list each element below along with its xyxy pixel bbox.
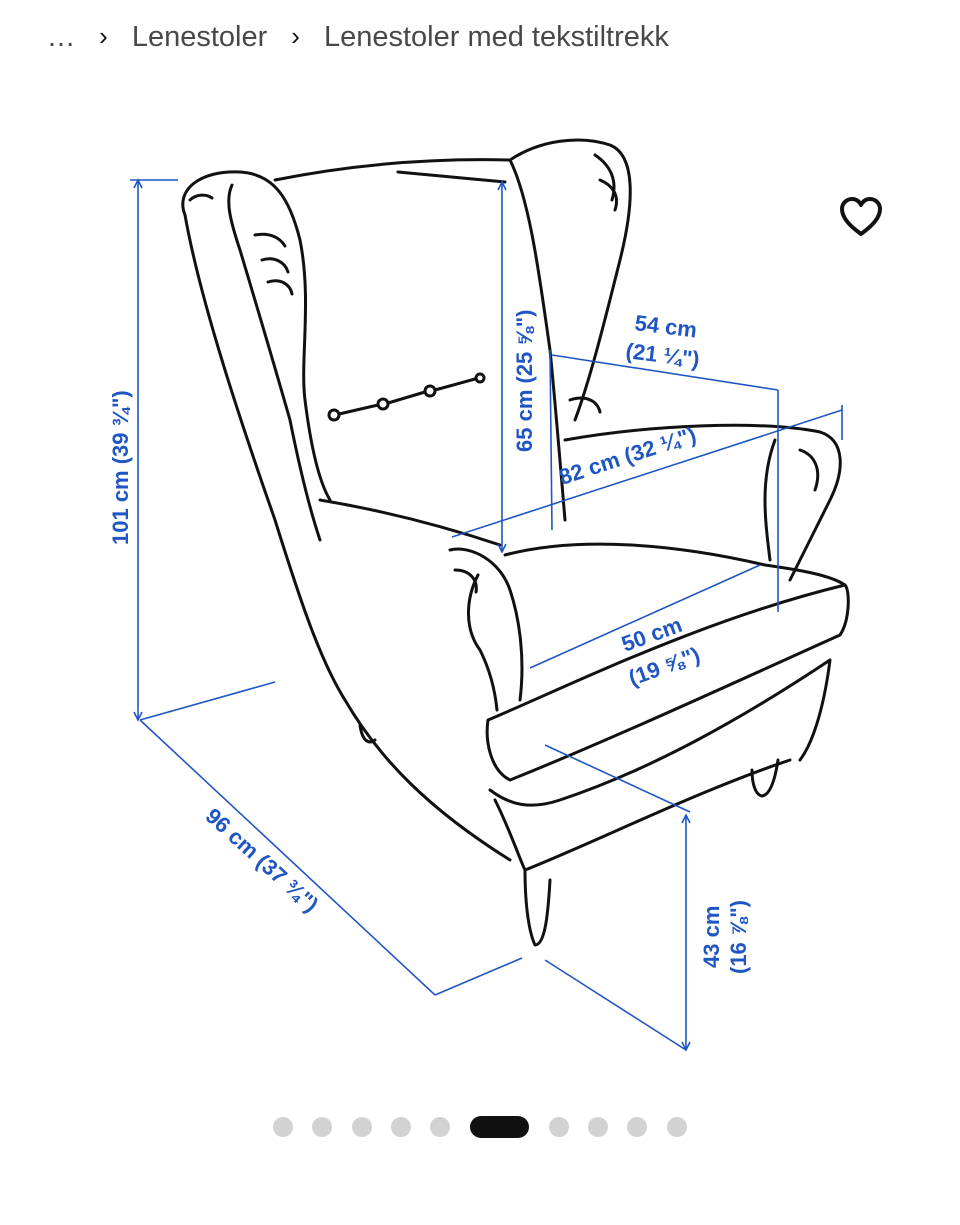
seat-height-cm-label: 43 cm [699,906,724,968]
carousel-dot[interactable] [549,1117,569,1137]
breadcrumb-separator: › [99,20,108,51]
carousel-dot[interactable] [352,1117,372,1137]
carousel-dot[interactable] [273,1117,293,1137]
seat-width-cm-label: 54 cm [633,310,698,342]
carousel-dot[interactable] [312,1117,332,1137]
heart-outline-icon [840,197,882,236]
breadcrumb-separator: › [291,20,300,51]
breadcrumb-ellipsis[interactable]: ... [48,20,76,53]
dimension-annotations: 101 cm (39 ¾") 96 cm (37 ¾") 65 cm (25 ⅝… [108,178,843,1052]
back-height-label: 65 cm (25 ⅝") [512,309,537,452]
breadcrumb-item-lenestoler[interactable]: Lenestoler [131,20,268,53]
carousel-dot[interactable] [430,1117,450,1137]
armchair-drawing [181,138,850,947]
depth-label: 96 cm (37 ¾") [201,803,324,917]
carousel-dot[interactable] [627,1117,647,1137]
height-label: 101 cm (39 ¾") [108,390,133,545]
carousel-dot[interactable] [667,1117,687,1137]
product-image-dimensions[interactable]: 101 cm (39 ¾") 96 cm (37 ¾") 65 cm (25 ⅝… [0,90,960,1090]
carousel-dot[interactable] [391,1117,411,1137]
seat-height-in-label: (16 ⅞") [726,900,751,974]
carousel-dot-active[interactable] [470,1116,529,1138]
carousel-dot[interactable] [588,1117,608,1137]
carousel-indicators [0,1115,960,1139]
favorite-button[interactable] [834,192,888,242]
seat-width-in-label: (21 ¼") [624,338,701,372]
breadcrumb-item-lenestoler-tekstiltrekk[interactable]: Lenestoler med tekstiltrekk [323,20,669,53]
breadcrumb: ... › Lenestoler › Lenestoler med teksti… [48,14,669,60]
